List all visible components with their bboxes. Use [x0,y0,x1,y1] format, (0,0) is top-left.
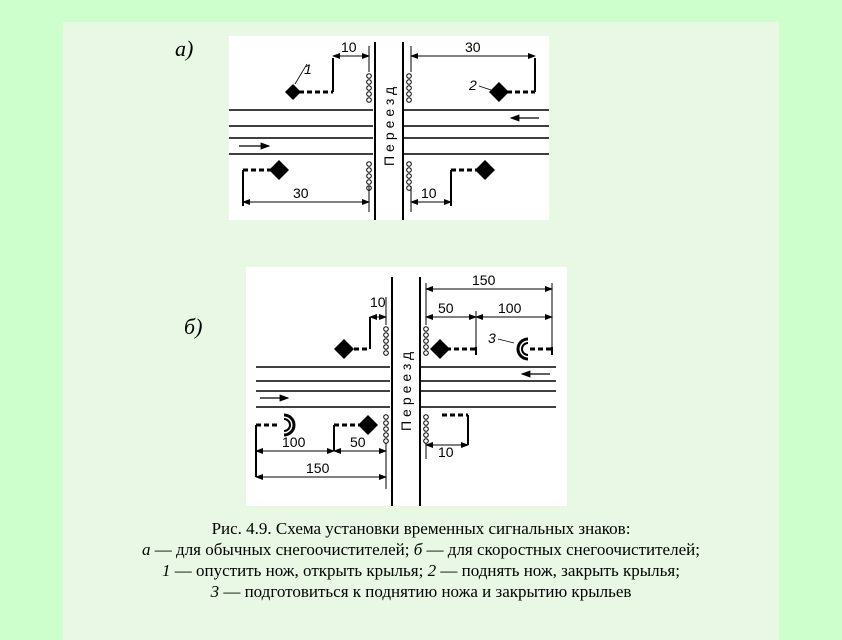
sign-2-icon [489,58,536,102]
caption-1: 1 [162,561,171,580]
figure-caption: Рис. 4.9. Схема установки временных сигн… [63,518,779,602]
crossing-text-a: Переезд [381,83,397,166]
dim-a-bottom-left: 30 [293,185,309,201]
caption-line-1: Рис. 4.9. Схема установки временных сигн… [211,519,631,538]
dim-b-bottom-100: 100 [282,434,306,450]
caption-2-text: — поднять нож, закрыть крылья; [436,561,680,580]
sign-b-top-mid-icon [430,339,477,359]
dim-b-bottom-150: 150 [306,460,330,476]
sign-b-top-left-icon [334,317,371,359]
caption-1-text: — опустить нож, открыть крылья; [170,561,428,580]
sign-b-bottom-mid-icon [333,415,378,451]
dim-b-bottom-50: 50 [350,434,366,450]
sign-bottom-left-icon [242,160,289,206]
caption-line-2: а — для обычных снегоочистителей; б — дл… [63,539,779,560]
diagram-a: Переезд 1 10 2 30 [229,36,549,220]
dim-b-top-100: 100 [498,300,522,316]
sign-number-2: 2 [468,77,477,93]
sign-b-bottom-right-icon [442,413,469,445]
dim-b-bottom-10: 10 [438,444,454,460]
figure-a-label: а) [175,36,194,61]
sign-bottom-right-icon [450,160,495,206]
caption-a-text: — для обычных снегоочистителей; [150,540,414,559]
figure-b-label: б) [184,314,203,339]
dim-b-top-150: 150 [472,272,496,288]
dim-a-bottom-right: 10 [421,185,437,201]
dim-b-top-50: 50 [438,300,454,316]
caption-line-4: 3 — подготовиться к поднятию ножа и закр… [63,581,779,602]
sign-3-icon [516,337,553,361]
diagram-b: Переезд 150 50 100 10 [246,267,567,506]
caption-3-text: — подготовиться к поднятию ножа и закрыт… [219,582,632,601]
caption-b: б [413,540,423,559]
caption-b-text: — для скоростных снегоочистителей; [422,540,700,559]
crossing-text-b: Переезд [398,348,414,431]
caption-a: а [142,540,151,559]
sign-1-icon [285,58,334,100]
dim-a-top-left: 10 [341,39,357,55]
dim-b-top-10: 10 [370,294,386,310]
caption-2: 2 [427,561,437,580]
sign-number-3: 3 [488,330,496,346]
caption-line-3: 1 — опустить нож, открыть крылья; 2 — по… [63,560,779,581]
dim-a-top-right: 30 [465,39,481,55]
sign-number-1: 1 [304,61,312,77]
caption-3: 3 [210,582,220,601]
